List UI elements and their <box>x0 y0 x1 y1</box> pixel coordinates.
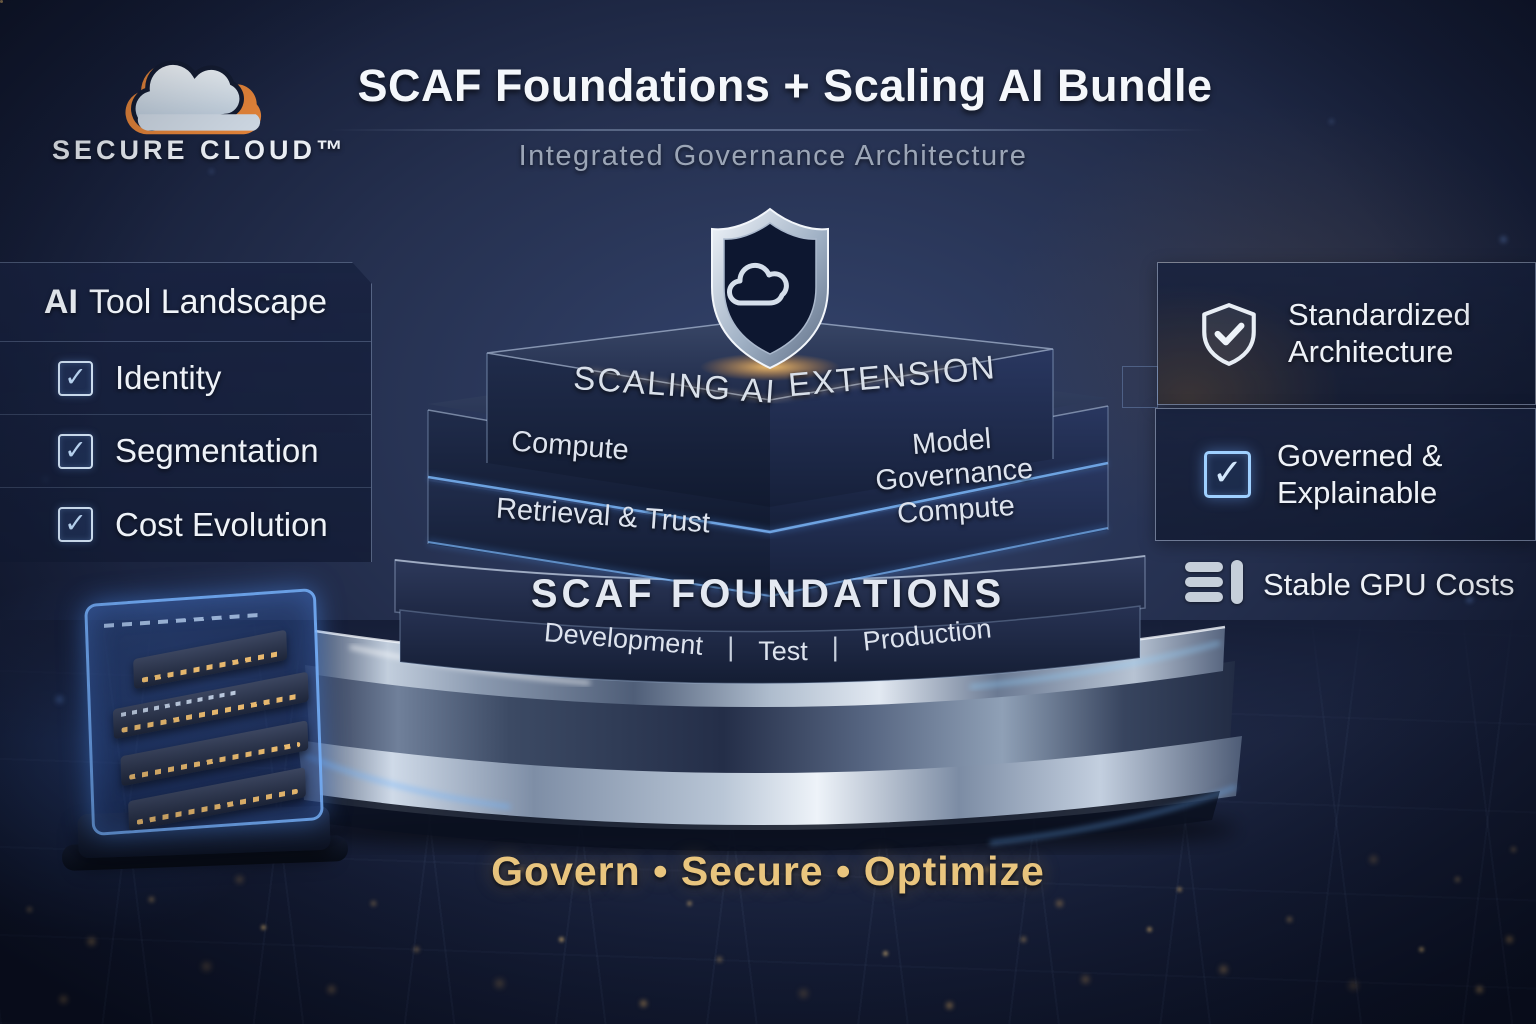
podium-graphic <box>298 207 1242 853</box>
checkbox-checked-icon[interactable]: ✓ <box>58 361 93 396</box>
page-subtitle: Integrated Governance Architecture <box>518 140 1028 172</box>
separator: | <box>831 632 839 662</box>
checklist-label: Segmentation <box>115 432 319 469</box>
panel-title-strong: AI <box>43 282 78 321</box>
checkbox-checked-icon[interactable]: ✓ <box>58 434 93 469</box>
benefit-card-text: Governed & Explainable <box>1277 438 1442 511</box>
tagline: Govern • Secure • Optimize <box>491 848 1045 894</box>
checkbox-checked-icon[interactable]: ✓ <box>58 507 93 542</box>
benefit-card-text: Standardized Architecture <box>1288 297 1471 370</box>
benefit-line: Governed & <box>1277 437 1443 473</box>
separator: | <box>727 632 735 662</box>
environment-test: Test <box>758 636 808 666</box>
bokeh-lights <box>0 0 3 3</box>
checklist-label: Identity <box>115 359 222 396</box>
environment-labels: Development | Test | Production <box>478 613 1058 666</box>
title-divider <box>330 129 1210 131</box>
benefit-line: Standardized <box>1288 296 1471 332</box>
base-tier-title: SCAF FOUNDATIONS <box>530 572 1006 616</box>
hologram-screen <box>84 587 324 837</box>
server-hologram-illustration <box>61 587 349 872</box>
page-title: SCAF Foundations + Scaling AI Bundle <box>357 60 1213 111</box>
benefit-line: Explainable <box>1277 474 1438 510</box>
benefit-label: Stable GPU Costs <box>1263 567 1515 602</box>
hologram-header-dashes <box>103 612 264 628</box>
benefit-line: Architecture <box>1288 333 1454 369</box>
